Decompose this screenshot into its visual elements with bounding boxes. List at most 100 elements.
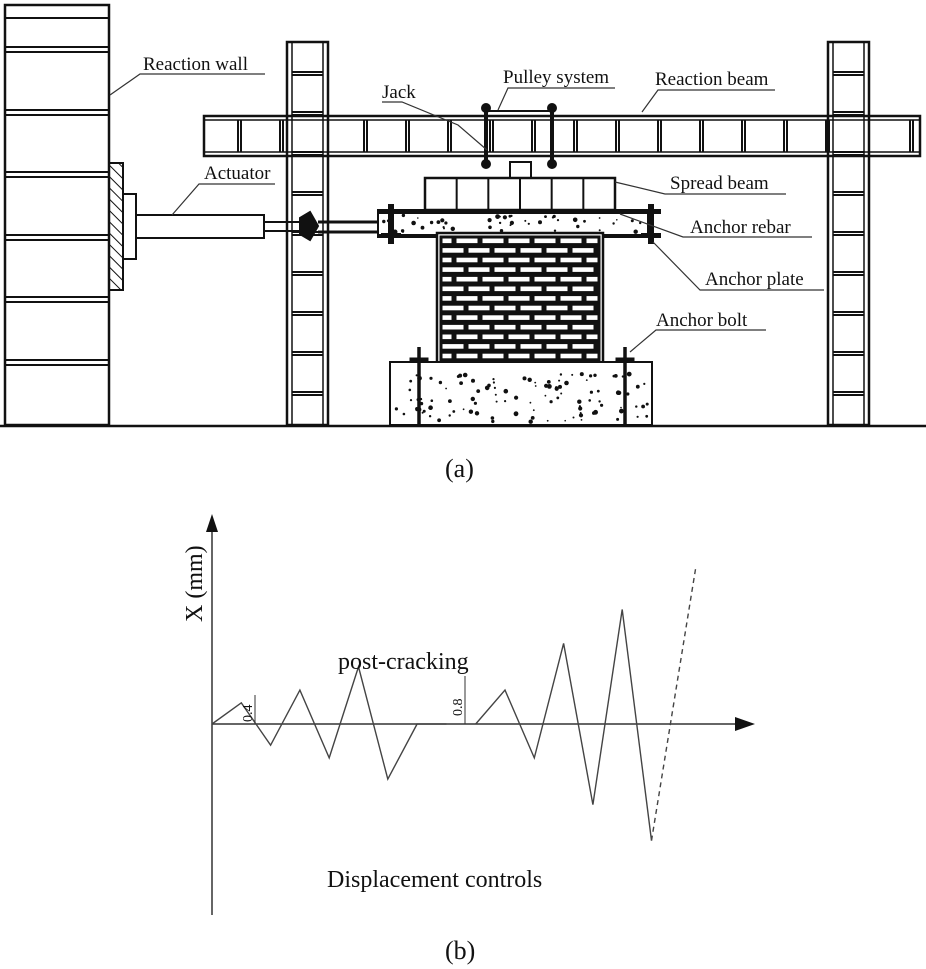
concrete-aggregate [544,394,547,397]
brick [585,275,599,283]
brick [481,314,505,321]
concrete-aggregate [626,392,630,396]
concrete-aggregate [554,386,559,391]
concrete-aggregate [589,390,594,394]
concrete-aggregate [639,221,642,225]
brick [571,266,595,273]
brick [481,256,505,264]
brick [559,295,583,302]
concrete-aggregate [491,419,495,424]
concrete-aggregate [422,409,426,413]
brick [493,323,517,331]
concrete-aggregate [409,379,413,383]
annotation-0-4: 0.4 [241,705,256,723]
concrete-aggregate [556,396,560,400]
concrete-aggregate [580,419,583,421]
concrete-aggregate [428,415,432,418]
concrete-aggregate [440,218,445,223]
foundation-beam [389,361,653,426]
concrete-aggregate [382,219,386,224]
concrete-aggregate [593,373,597,377]
brick [441,314,453,321]
brick [455,333,479,341]
brick [493,266,517,273]
brick [481,333,505,341]
footer-label-displacement-controls: Displacement controls [327,867,542,893]
concrete-aggregate [589,374,593,378]
concrete-aggregate [448,399,452,403]
brick [467,323,491,331]
brick [585,333,599,341]
brick [533,256,557,264]
brick [559,275,583,283]
series-line-3 [650,569,697,841]
concrete-aggregate [452,410,456,413]
concrete-aggregate [409,399,413,402]
concrete-aggregate [558,379,561,382]
brick [441,352,453,360]
masonry-wall-specimen [435,231,605,375]
brick [519,266,543,273]
concrete-aggregate [471,378,475,383]
label-pulley-system: Pulley system [503,67,609,88]
brick [545,247,569,254]
concrete-aggregate [530,416,535,420]
brick [533,295,557,302]
concrete-aggregate [401,230,405,233]
concrete-aggregate [588,399,591,402]
concrete-aggregate [598,217,601,219]
concrete-aggregate [645,414,649,418]
concrete-aggregate [572,416,575,419]
anchor-plate [381,204,661,244]
concrete-aggregate [394,407,398,411]
caption-b: (b) [445,936,475,965]
brick [441,266,465,273]
brick [571,247,595,254]
concrete-aggregate [470,396,475,402]
label-anchor-bolt: Anchor bolt [656,310,748,331]
brick [571,285,595,293]
concrete-aggregate [577,399,582,404]
figure-a-test-setup [0,3,926,428]
brick [571,323,595,331]
concrete-aggregate [428,407,430,410]
brick [507,237,531,245]
concrete-aggregate [641,404,645,409]
brick [507,314,531,321]
concrete-aggregate [635,384,640,389]
brick [519,247,543,254]
concrete-aggregate [578,413,584,418]
brick [441,256,453,264]
right-frame-column [826,40,871,427]
concrete-aggregate [593,409,598,415]
concrete-aggregate [473,401,477,405]
brick [493,285,517,293]
concrete-aggregate [619,408,624,414]
concrete-aggregate [402,412,406,416]
brick [441,247,465,254]
y-axis-label: X (mm) [182,545,208,622]
concrete-aggregate [508,214,512,218]
brick [467,343,491,350]
brick [533,275,557,283]
concrete-aggregate [420,225,425,230]
concrete-aggregate [534,385,537,387]
concrete-aggregate [498,221,502,225]
concrete-aggregate [532,409,535,412]
brick [533,352,557,360]
concrete-aggregate [643,382,646,385]
concrete-aggregate [474,411,480,416]
concrete-aggregate [527,222,530,225]
x-axis-arrow-icon [735,717,755,731]
brick [507,333,531,341]
concrete-aggregate [437,418,441,423]
leader-lines [109,73,824,353]
concrete-aggregate [633,229,638,234]
concrete-aggregate [583,219,586,223]
brick [455,237,479,245]
brick [467,247,491,254]
concrete-aggregate [578,406,583,411]
label-jack: Jack [382,82,416,103]
concrete-aggregate [493,386,496,389]
y-axis [206,514,218,915]
